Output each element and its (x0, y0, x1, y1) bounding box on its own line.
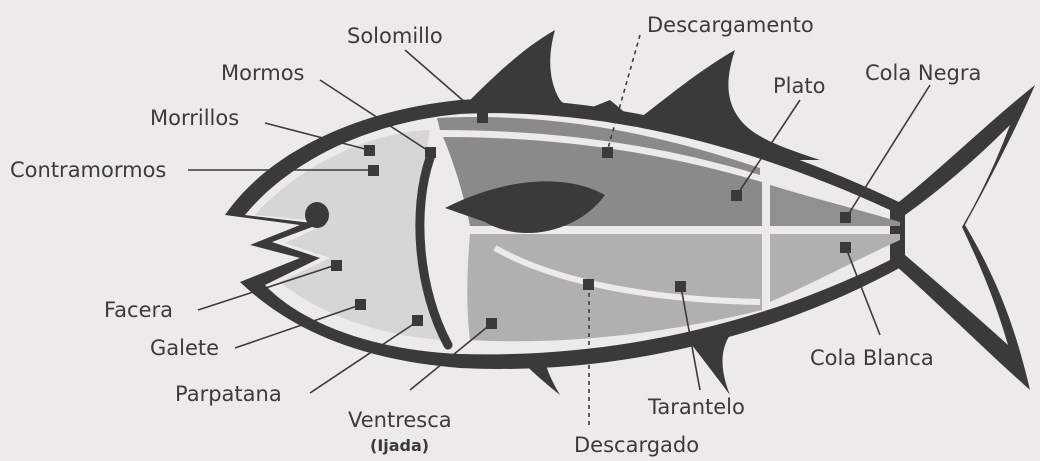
label-tarantelo: Tarantelo (647, 395, 745, 419)
marker-solomillo (477, 112, 488, 123)
label-ventresca: Ventresca (348, 408, 452, 432)
marker-morrillos (364, 145, 375, 156)
marker-galete (355, 299, 366, 310)
label-solomillo: Solomillo (347, 24, 443, 48)
label-plato: Plato (773, 74, 825, 98)
label-parpatana: Parpatana (175, 382, 282, 406)
label-descargado: Descargado (574, 433, 699, 457)
marker-plato (731, 190, 742, 201)
marker-descargado (583, 279, 594, 290)
label-cola-blanca: Cola Blanca (810, 346, 934, 370)
label-mormos: Mormos (221, 61, 304, 85)
label-cola-negra: Cola Negra (865, 61, 981, 85)
marker-parpatana (412, 315, 423, 326)
label-morrillos: Morrillos (150, 106, 239, 130)
marker-descargamento (602, 147, 613, 158)
marker-mormos (425, 147, 436, 158)
marker-tarantelo (675, 281, 686, 292)
label-descargamento: Descargamento (647, 13, 814, 37)
label-contramormos: Contramormos (10, 158, 166, 182)
label-ventresca-sub: (Ijada) (370, 436, 429, 455)
marker-contramormos (368, 165, 379, 176)
marker-cola-blanca (840, 242, 851, 253)
marker-cola-negra (840, 212, 851, 223)
label-facera: Facera (104, 298, 173, 322)
fish-eye-icon (305, 202, 329, 228)
label-galete: Galete (150, 336, 219, 360)
marker-ventresca (486, 318, 497, 329)
marker-facera (331, 260, 342, 271)
